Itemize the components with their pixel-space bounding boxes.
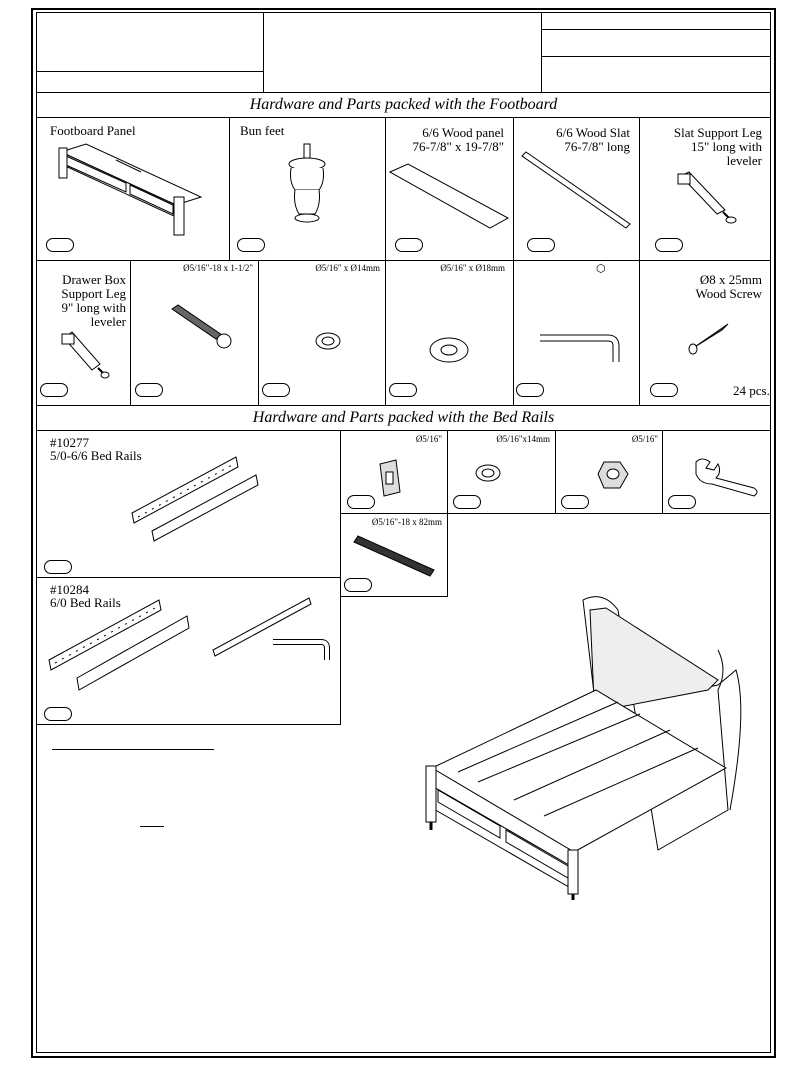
qty-oval <box>453 495 481 509</box>
wood-screw-label: Ø8 x 25mm Wood Screw <box>695 272 762 301</box>
bracket-illustration <box>376 460 406 500</box>
washer-illustration <box>474 464 504 484</box>
threaded-rod-label: Ø5/16"-18 x 82mm <box>371 517 442 527</box>
wood-screw-qty: 24 pcs. <box>733 383 770 398</box>
signature-line <box>52 749 214 750</box>
qty-oval <box>516 383 544 397</box>
footboard-panel-illustration <box>56 142 206 242</box>
qty-oval <box>395 238 423 252</box>
qty-oval <box>344 578 372 592</box>
drawer-box-support-leg-label: Drawer Box Support Leg 9" long with leve… <box>61 272 126 329</box>
slat-support-leg-illustration <box>675 172 740 227</box>
allen-key-illustration <box>538 330 623 370</box>
qty-oval <box>389 383 417 397</box>
washer-small-illustration <box>314 332 344 352</box>
qty-oval <box>44 560 72 574</box>
nut-label: Ø5/16" <box>631 434 658 444</box>
assembled-bed-illustration <box>418 590 758 910</box>
drawer-support-leg-illustration <box>60 330 115 380</box>
rails-2-name: 6/0 Bed Rails <box>50 595 121 610</box>
wood-slat-illustration <box>520 150 635 235</box>
qty-oval <box>237 238 265 252</box>
washer-large-illustration <box>428 336 472 366</box>
qty-oval <box>46 238 74 252</box>
washer-bedrail-label: Ø5/16"x14mm <box>496 434 550 444</box>
threaded-rod-illustration <box>352 536 437 578</box>
qty-oval <box>650 383 678 397</box>
nut-illustration <box>596 460 630 492</box>
bolt-long-label: Ø5/16"-18 x 1-1/2" <box>183 263 253 273</box>
slat-support-leg-label: Slat Support Leg 15" long with leveler <box>673 125 762 168</box>
washer-18-label: Ø5/16" x Ø18mm <box>440 263 505 273</box>
qty-oval <box>527 238 555 252</box>
qty-oval <box>262 383 290 397</box>
rails-1-code: #10277 <box>50 435 89 450</box>
bun-foot-illustration <box>285 142 335 227</box>
rails-2-code: #10284 <box>50 582 89 597</box>
qty-oval <box>40 383 68 397</box>
short-blank-line <box>140 826 164 827</box>
bed-rails-1-illustration <box>128 455 263 545</box>
wood-panel-illustration <box>388 160 513 235</box>
bolt-illustration <box>168 305 238 350</box>
qty-oval <box>44 707 72 721</box>
qty-oval <box>655 238 683 252</box>
bed-rails-2-illustration <box>45 598 335 698</box>
inner-border <box>36 12 771 1053</box>
rails-1-name: 5/0-6/6 Bed Rails <box>50 448 142 463</box>
bun-feet-label: Bun feet <box>240 123 285 138</box>
qty-oval <box>668 495 696 509</box>
bracket-label: Ø5/16" <box>415 434 442 444</box>
qty-oval <box>561 495 589 509</box>
footboard-section-title: Hardware and Parts packed with the Footb… <box>249 96 558 113</box>
bedrails-section-title: Hardware and Parts packed with the Bed R… <box>252 409 555 426</box>
outer-border <box>31 8 776 1058</box>
wrench-illustration <box>692 456 762 498</box>
qty-oval <box>135 383 163 397</box>
washer-14-label: Ø5/16" x Ø14mm <box>315 263 380 273</box>
wood-panel-label: 6/6 Wood panel 76-7/8" x 19-7/8" <box>412 125 505 154</box>
qty-oval <box>347 495 375 509</box>
wood-slat-label: 6/6 Wood Slat 76-7/8" long <box>556 125 630 154</box>
wood-screw-illustration <box>688 322 733 357</box>
hex-icon: ⬡ <box>596 263 606 275</box>
footboard-panel-label: Footboard Panel <box>50 123 136 138</box>
